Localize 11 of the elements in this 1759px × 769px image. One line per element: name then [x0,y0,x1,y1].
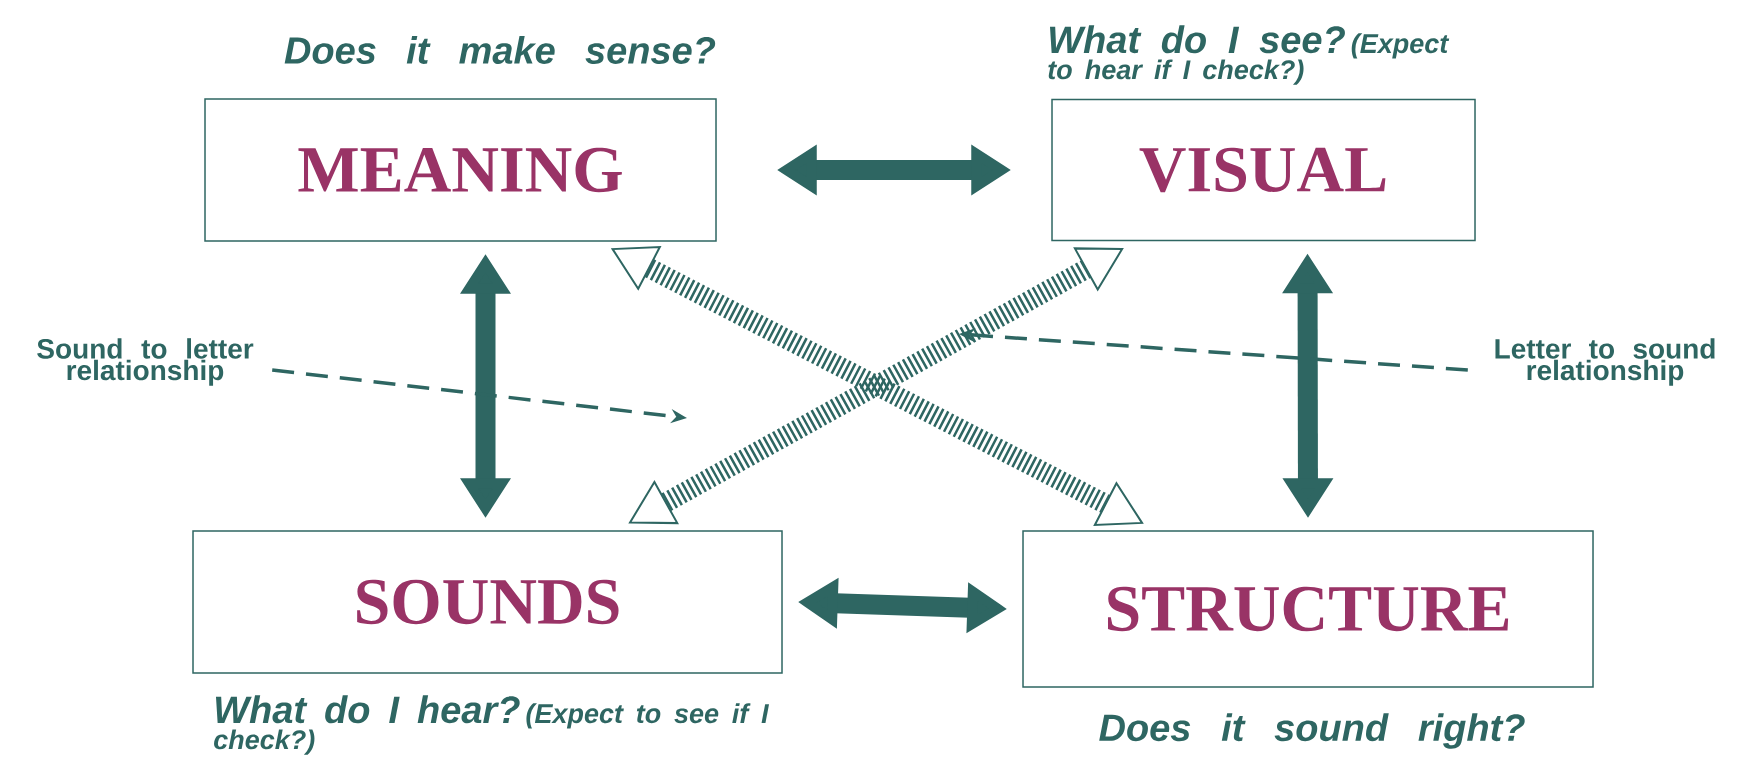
word-box: STRUCTURE [1022,530,1594,688]
word-box: MEANING [204,98,717,242]
word-box: VISUAL [1051,98,1476,242]
caption-text: Does it make sense? [284,36,716,64]
word-box: SOUNDS [192,530,783,674]
relationship-label: Sound to letter relationship [37,338,254,386]
caption-text: Does it sound right? [1099,713,1525,749]
node-label: check?) [214,729,315,755]
node-label: What do I hear? [215,695,520,724]
relationship-label: Letter to sound relationship [1495,338,1715,386]
node-label: (Expect to see if I [526,703,770,729]
